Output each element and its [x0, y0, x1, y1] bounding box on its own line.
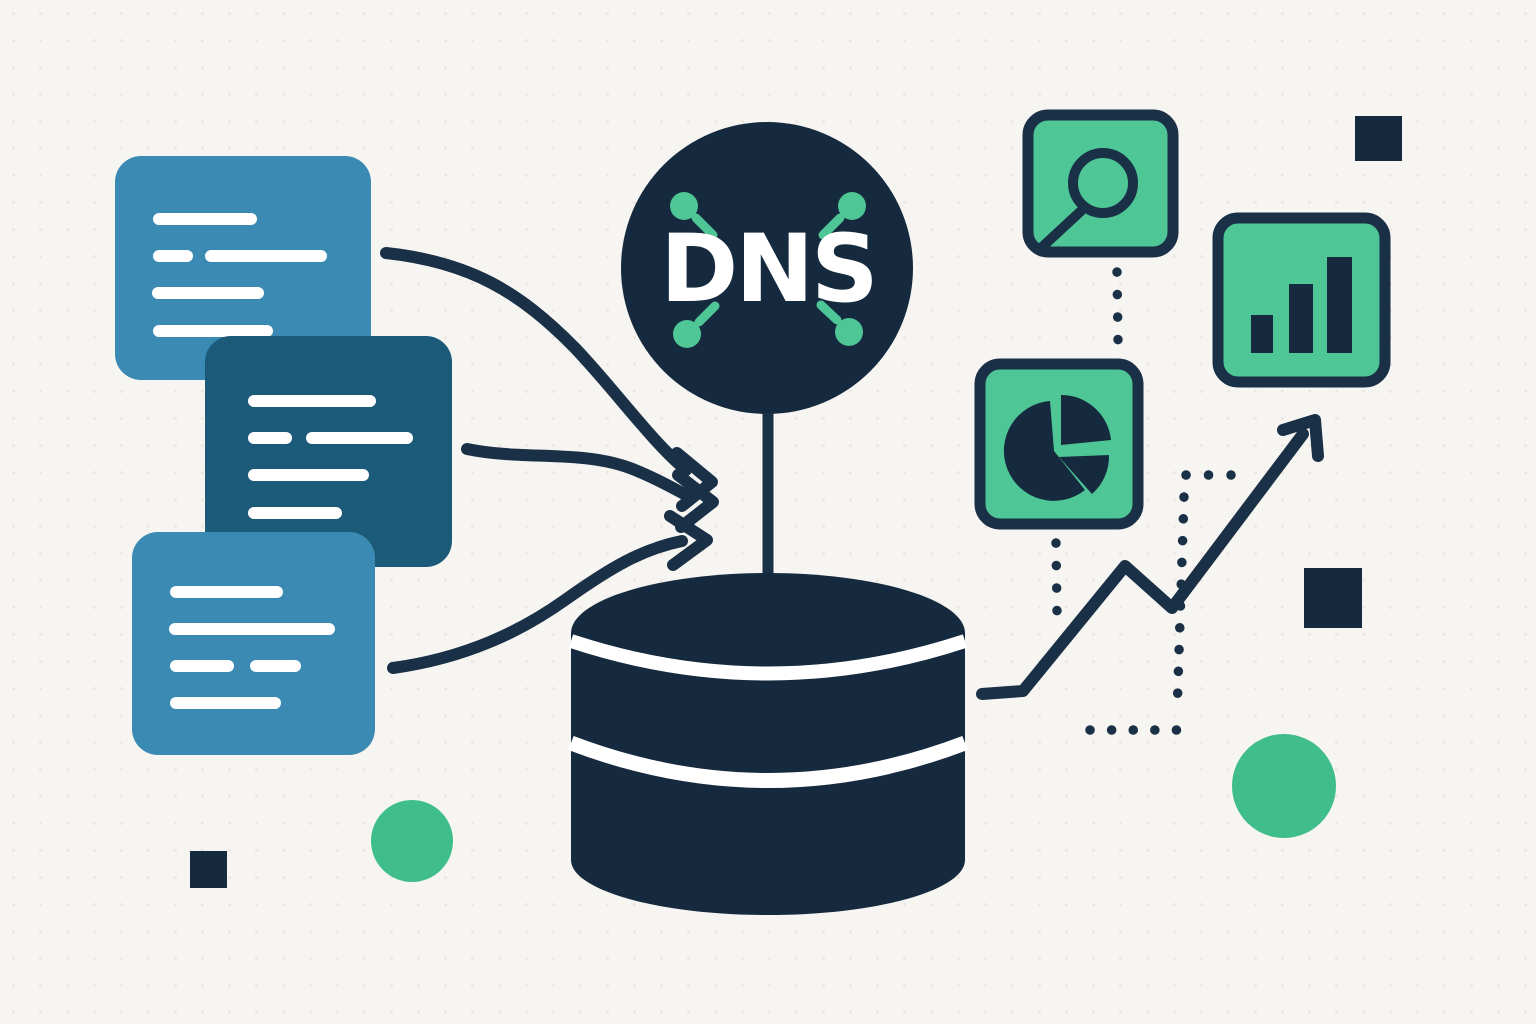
cylinder-divider: [568, 634, 968, 681]
bar: [1327, 257, 1352, 353]
flow-arrow-2: [461, 443, 719, 533]
text-line: [153, 213, 257, 225]
dns-label: DNS: [660, 215, 875, 324]
text-line: [153, 250, 193, 262]
pie-main-slice: [1003, 401, 1085, 501]
node-stem: [818, 213, 845, 240]
text-line: [248, 469, 369, 481]
record-card-3: [132, 532, 375, 755]
network-node-icon: [670, 192, 718, 240]
arrowhead-icon: [664, 510, 713, 571]
text-line: [248, 507, 342, 519]
decor-circle: [1232, 734, 1336, 838]
pie-slice: [1061, 394, 1111, 445]
node-dot: [838, 192, 866, 220]
pie-chart-icon: [974, 358, 1144, 530]
database-icon: [568, 573, 968, 915]
decor-square: [1304, 568, 1362, 628]
bar: [1289, 284, 1313, 353]
text-line: [306, 432, 413, 444]
arrow-curve: [461, 443, 696, 503]
text-line: [248, 395, 376, 407]
bar: [1251, 315, 1273, 353]
text-line: [170, 697, 281, 709]
magnifier-lens: [1068, 148, 1138, 218]
decor-square: [190, 851, 227, 888]
text-line: [205, 250, 327, 262]
text-line: [170, 660, 234, 672]
text-line: [250, 660, 301, 672]
record-card-1: [115, 156, 371, 380]
record-card-2: [205, 336, 452, 567]
bar-chart-icon: [1212, 212, 1391, 388]
decor-square: [1355, 116, 1402, 161]
node-dot: [835, 318, 863, 346]
text-line: [170, 586, 283, 598]
text-line: [153, 325, 273, 337]
arrowhead-icon: [672, 469, 719, 533]
trend-arrow-icon: [976, 414, 1324, 700]
arrowhead-icon: [1277, 414, 1324, 462]
arrow-curve: [387, 535, 688, 674]
icon-tile: [1022, 109, 1179, 258]
text-line: [152, 287, 264, 299]
decor-circle: [371, 800, 453, 882]
card-background: [115, 156, 371, 380]
pie-slice: [1059, 455, 1110, 494]
node-dot: [670, 192, 698, 220]
cylinder-body: [571, 573, 965, 915]
search-icon: [1022, 109, 1179, 258]
arrow-curve: [380, 247, 692, 476]
dotted-connector-search-to-pie: [1112, 267, 1123, 345]
card-background: [132, 532, 375, 755]
network-node-icon: [673, 301, 720, 348]
node-dot: [673, 320, 701, 348]
trend-line: [976, 428, 1309, 700]
dotted-connector-below-pie: [1051, 538, 1062, 616]
network-node-icon: [816, 300, 863, 346]
dns-badge: DNS: [621, 122, 913, 414]
cylinder-divider: [568, 735, 968, 788]
magnifier-handle: [1036, 206, 1086, 253]
node-stem: [816, 300, 842, 325]
node-stem: [694, 301, 720, 327]
network-node-icon: [818, 192, 866, 240]
flow-arrow-3: [387, 510, 713, 674]
text-line: [169, 623, 335, 635]
text-line: [248, 432, 292, 444]
node-stem: [691, 213, 718, 240]
